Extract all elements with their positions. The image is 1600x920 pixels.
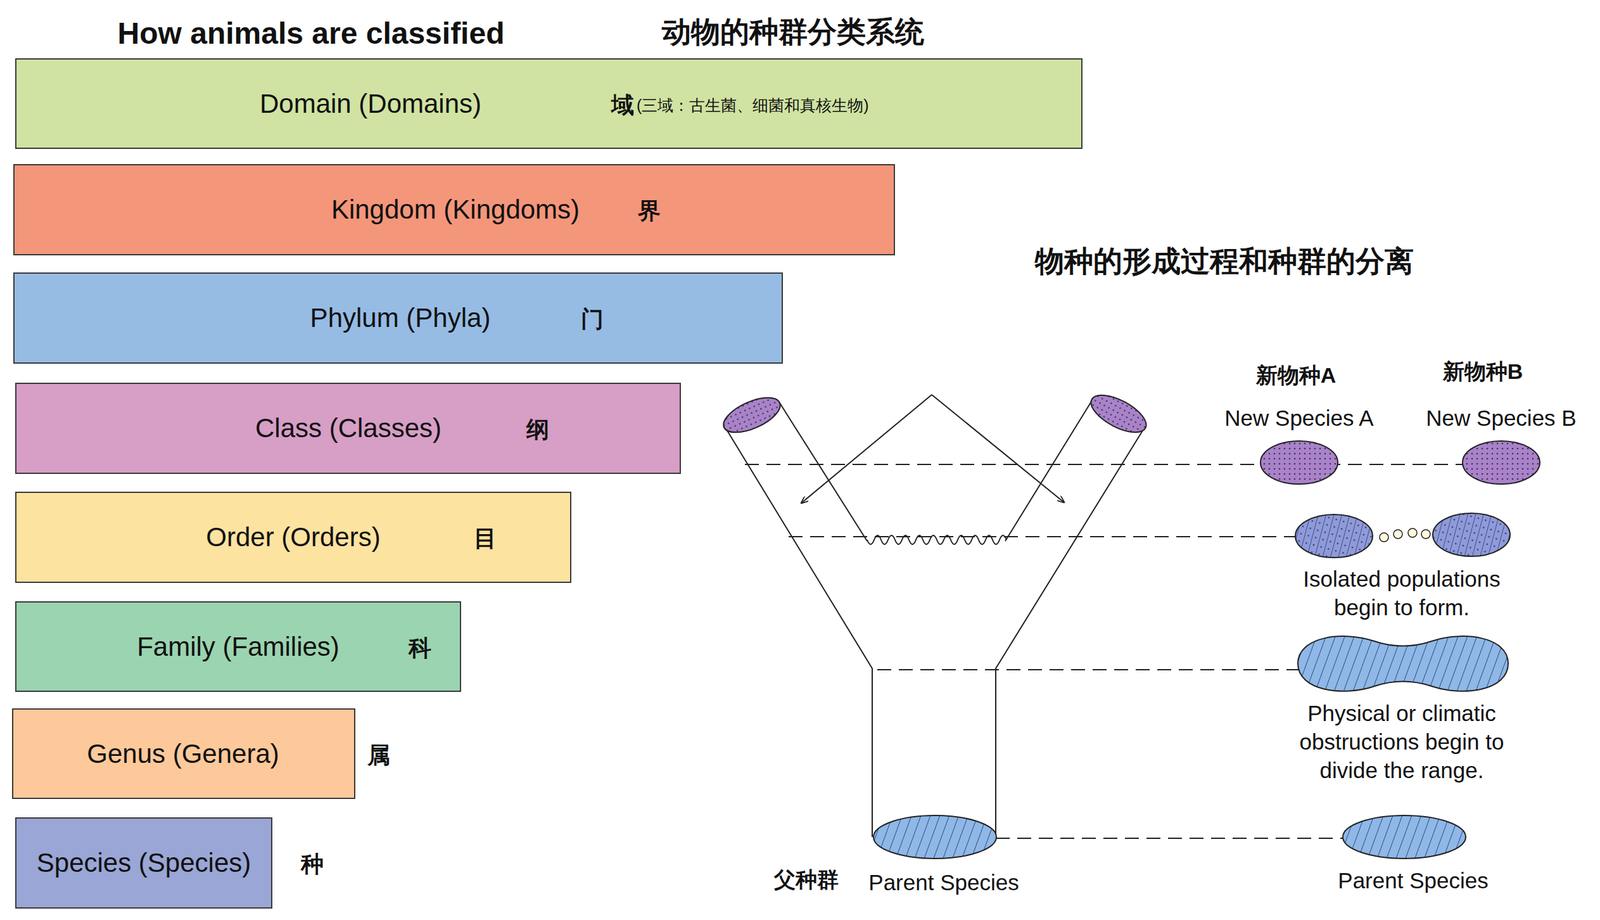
rank-note: (三域：古生菌、细菌和真核生物) (636, 94, 870, 116)
stage-note: Isolated populations begin to form. (1275, 565, 1529, 623)
rank-name-chinese: 界 (637, 195, 661, 227)
taxonomy-bar: Class (Classes) 纲 (15, 382, 681, 474)
species-label-chinese: 新物种B (1442, 357, 1524, 386)
rank-name: Genus (Genera) (86, 738, 279, 769)
taxonomy-bar: Genus (Genera)属 (12, 708, 356, 799)
rank-name: Species (Species) (36, 847, 251, 878)
taxonomy-bar: Family (Families) 科 (15, 601, 462, 692)
rank-name-chinese: 种 (300, 848, 324, 880)
rank-name: Order (Orders) (205, 521, 381, 553)
taxonomy-bar: Species (Species)种 (15, 817, 273, 909)
diagram-title: How animals are classified (117, 15, 505, 51)
rank-name: Phylum (Phyla) (310, 302, 491, 334)
parent-label: Parent Species (868, 868, 1019, 897)
species-label: New Species B (1425, 404, 1576, 433)
rank-name: Class (Classes) (255, 412, 442, 444)
taxonomy-bar: Kingdom (Kingdoms) 界 (13, 164, 896, 256)
rank-name-chinese: 目 (473, 523, 497, 555)
rank-name-chinese: 属 (367, 739, 391, 771)
rank-name-chinese: 纲 (526, 414, 550, 446)
rank-name: Domain (Domains) (259, 88, 482, 120)
taxonomy-bar: Order (Orders) 目 (15, 491, 572, 583)
rank-name-chinese: 域 (611, 89, 635, 121)
parent-label-chinese: 父种群 (774, 865, 839, 894)
species-label: New Species A (1224, 404, 1374, 433)
parent-label: Parent Species (1337, 866, 1488, 896)
species-label-chinese: 新物种A (1256, 361, 1337, 390)
rank-name-chinese: 门 (580, 304, 604, 336)
stage-note: Physical or climatic obstructions begin … (1278, 699, 1526, 785)
rank-name: Family (Families) (136, 631, 340, 662)
taxonomy-bar: Phylum (Phyla) 门 (13, 272, 783, 364)
rank-name: Kingdom (Kingdoms) (331, 194, 580, 225)
rank-name-chinese: 科 (408, 632, 432, 664)
taxonomy-bar: Domain (Domains) 域(三域：古生菌、细菌和真核生物) (15, 58, 1083, 149)
section-title: 物种的形成过程和种群的分离 (1034, 242, 1414, 280)
section-title: 动物的种群分类系统 (661, 13, 925, 51)
